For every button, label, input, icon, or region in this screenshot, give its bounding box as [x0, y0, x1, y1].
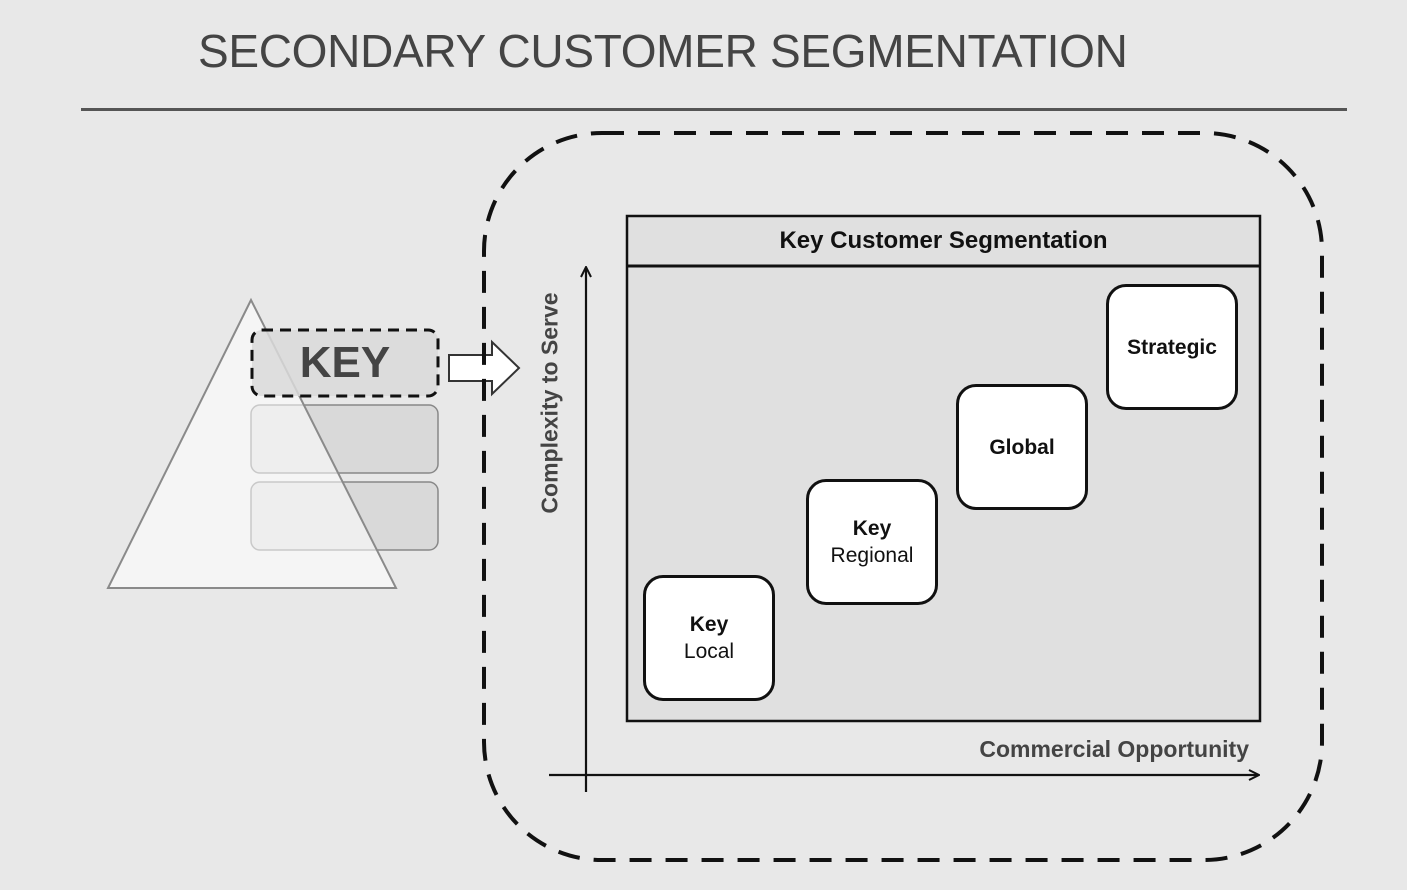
pyramid-key-label: KEY [299, 338, 391, 387]
dashed-frame [482, 131, 1324, 862]
segment-bold-text: Strategic [1127, 335, 1217, 359]
segment-bold-text: Global [989, 435, 1055, 459]
block-arrow-icon [448, 339, 521, 397]
segment-bold-text: Key [852, 517, 892, 540]
segment-key-regional: Key Regional [806, 479, 938, 605]
segment-key-local: Key Local [643, 575, 775, 701]
y-axis-label: Complexity to Serve [536, 292, 563, 514]
pyramid-tier-key [250, 328, 440, 398]
page-title: SECONDARY CUSTOMER SEGMENTATION [198, 25, 1128, 77]
segment-global: Global [956, 384, 1088, 510]
segment-plain-text: Regional [830, 544, 914, 567]
matrix-title: Key Customer Segmentation [779, 227, 1108, 254]
x-axis-label: Commercial Opportunity [979, 736, 1249, 762]
pyramid-triangle [106, 297, 398, 589]
segment-bold-text: Key [689, 613, 729, 636]
segment-plain-text: Local [683, 640, 735, 663]
title-divider [81, 108, 1347, 111]
segment-strategic: Strategic [1106, 284, 1238, 410]
